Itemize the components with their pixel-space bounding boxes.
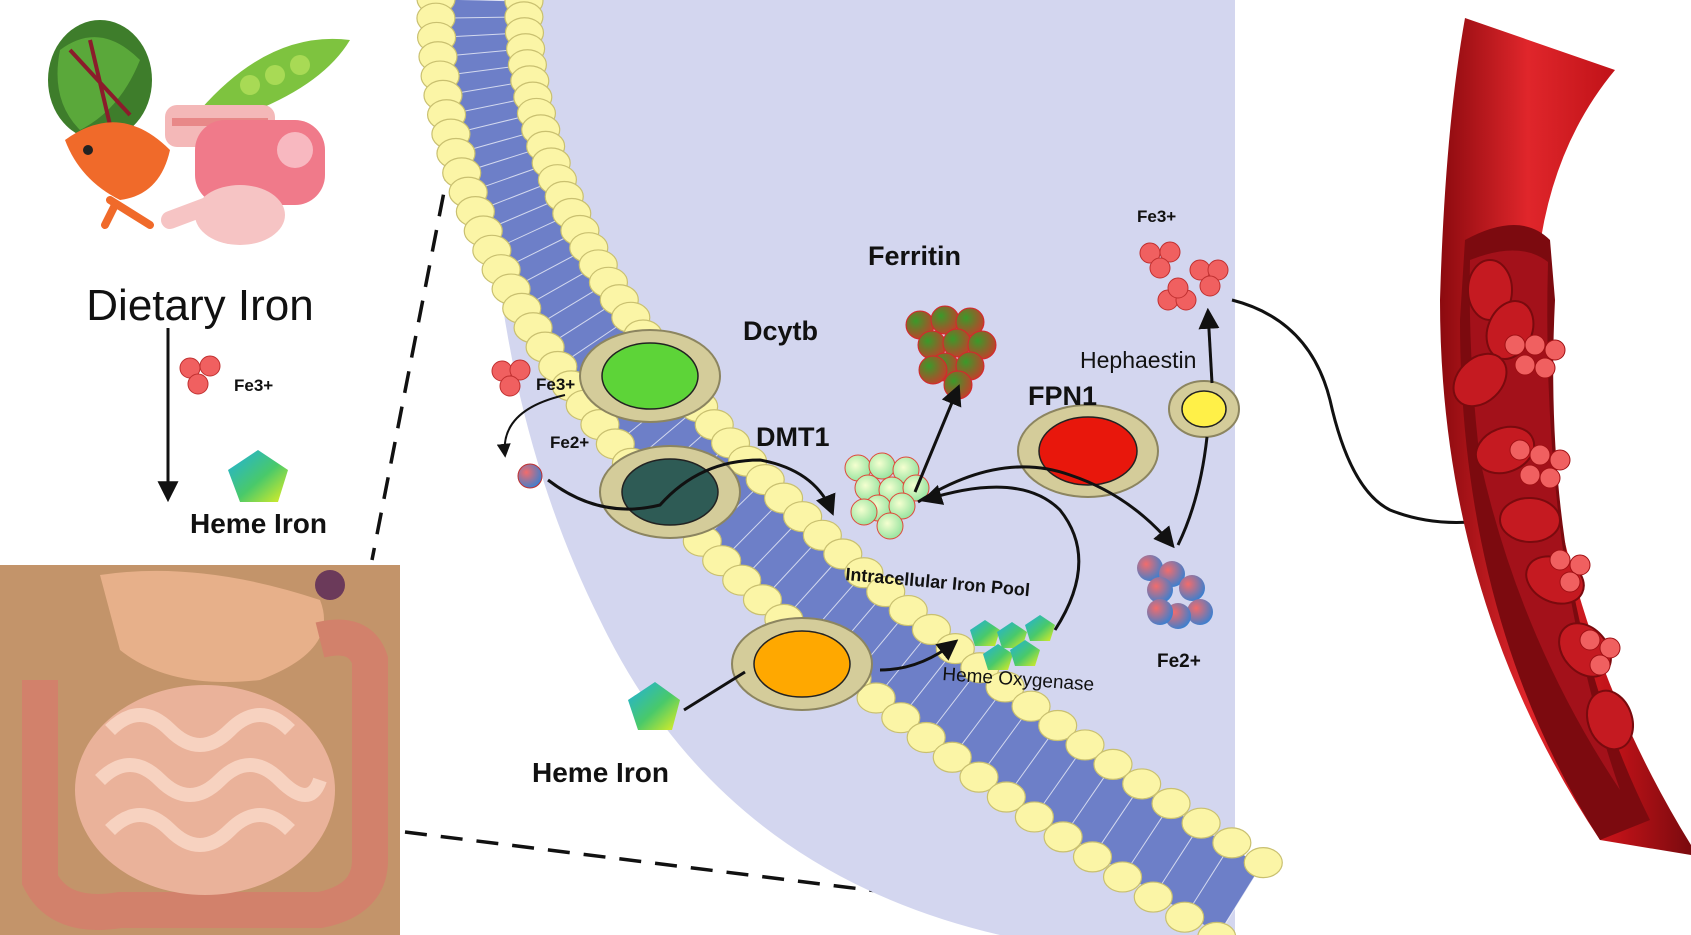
lipid-head [1038, 709, 1078, 742]
red-blood-cell [1452, 352, 1508, 408]
vessel-iron-particle [1549, 449, 1571, 471]
vessel-iron-particle [1509, 439, 1531, 461]
vessel-iron-particle [1529, 444, 1551, 466]
heme-transporter [731, 617, 873, 711]
vessel-iron-particle [1589, 654, 1611, 676]
dcytb-label: Dcytb [743, 316, 818, 346]
lipid-head [1043, 821, 1083, 853]
lipid-head [1093, 748, 1133, 780]
vessel-iron-particle [1534, 357, 1556, 379]
dcytb-transporter [579, 329, 721, 423]
lipid-head [1102, 861, 1143, 893]
dietary-iron-label: Dietary Iron [86, 281, 313, 330]
arrow-pool-to-ferritin [913, 384, 962, 493]
lipid-head [986, 781, 1026, 813]
lipid-head [911, 613, 952, 646]
arrow-oxygenase-to-pool [920, 484, 1081, 631]
vessel-iron-particle [1514, 354, 1536, 376]
lipid-head [1011, 690, 1051, 722]
lipid-head [888, 594, 928, 627]
ferritin-label: Ferritin [868, 241, 961, 271]
dmt1-transporter [599, 445, 741, 539]
vessel-iron-particle [1599, 637, 1621, 659]
fe3-label-cell: Fe3+ [536, 375, 575, 394]
vessel-iron-particle [1539, 467, 1561, 489]
heme-iron-label-left: Heme Iron [190, 508, 327, 539]
red-blood-cell [1586, 689, 1634, 751]
vessel-iron-particle [1559, 571, 1581, 593]
fpn1-transporter [1017, 404, 1159, 498]
fpn1-label: FPN1 [1028, 381, 1097, 411]
lipid-head [959, 761, 999, 793]
fe3-cluster-left [179, 355, 221, 395]
heme-pentagon-left [228, 450, 288, 502]
lipid-head [1065, 729, 1105, 761]
lipid-head [1165, 901, 1205, 933]
lipid-head [1072, 841, 1113, 873]
vessel-iron-particle [1504, 334, 1526, 356]
lipid-head [856, 682, 896, 714]
fe2-label-cell: Fe2+ [550, 433, 589, 452]
vessel-iron-particle [1579, 629, 1601, 651]
lipid-head [1014, 801, 1054, 833]
lipid-head [1243, 847, 1283, 879]
vessel-iron-particle [1524, 334, 1546, 356]
arrow-fe2-to-pool [547, 458, 836, 516]
arrow-fe3-to-fe2 [496, 394, 566, 458]
zoom-line-bottom [404, 830, 1206, 934]
food-illustration [48, 20, 350, 245]
heme-pentagon-cell [628, 682, 680, 730]
arrow-pool-to-fpn1 [917, 465, 1175, 549]
pathway-arrows [496, 298, 1505, 712]
fe2-label-bottom: Fe2+ [1157, 651, 1201, 672]
vessel-iron-particle [1549, 549, 1571, 571]
blood-vessel [1440, 18, 1691, 855]
arrow-fe3-to-bloodstream [1231, 298, 1505, 532]
heme-iron-label-cell: Heme Iron [532, 757, 669, 788]
fe3-label-top: Fe3+ [1137, 207, 1176, 226]
red-blood-cell [1499, 496, 1561, 544]
lipid-head [932, 741, 972, 773]
lipid-head [1122, 768, 1162, 800]
fe3-label-left: Fe3+ [234, 376, 273, 395]
vessel-blood-cells [1452, 259, 1634, 751]
arrow-heme-to-transporter [683, 670, 746, 712]
lipid-head [985, 671, 1025, 703]
vessel-iron-particle [1544, 339, 1566, 361]
ferritin-particle [918, 355, 948, 385]
iron-pool-particle [850, 498, 878, 526]
intestine-illustration [0, 565, 400, 935]
arrow-fe2-to-hephaestin [1176, 436, 1209, 546]
dmt1-label: DMT1 [756, 422, 830, 452]
hephaestin-label: Hephaestin [1080, 347, 1196, 373]
arrow-transporter-to-oxygenase [879, 639, 959, 672]
fe2-cluster-bottom [1137, 555, 1213, 629]
vessel-iron-particle [1569, 554, 1591, 576]
lipid-head [1212, 827, 1252, 859]
lipid-head [1151, 787, 1191, 820]
heme-oxygenase-cluster [970, 615, 1055, 670]
iron-pool-particle [876, 512, 904, 540]
fe2-ball-cell [517, 463, 543, 489]
lipid-head [1181, 807, 1221, 839]
red-blood-cell [1474, 425, 1536, 475]
lipid-head [1133, 881, 1173, 913]
iron-pool-particle [868, 452, 896, 480]
fe3-cluster-top [1139, 241, 1229, 311]
iron-pool-particle [888, 492, 916, 520]
vessel-iron-particle [1519, 464, 1541, 486]
lipid-head [1197, 921, 1237, 935]
ferritin-particle [943, 370, 973, 400]
ferritin-particle [955, 307, 985, 337]
fe3-cluster-cell [491, 359, 531, 397]
lipid-head [906, 721, 946, 754]
lipid-head [881, 702, 921, 734]
hephaestin-protein [1168, 380, 1240, 438]
arrow-hephaestin-to-fe3 [1198, 307, 1220, 384]
